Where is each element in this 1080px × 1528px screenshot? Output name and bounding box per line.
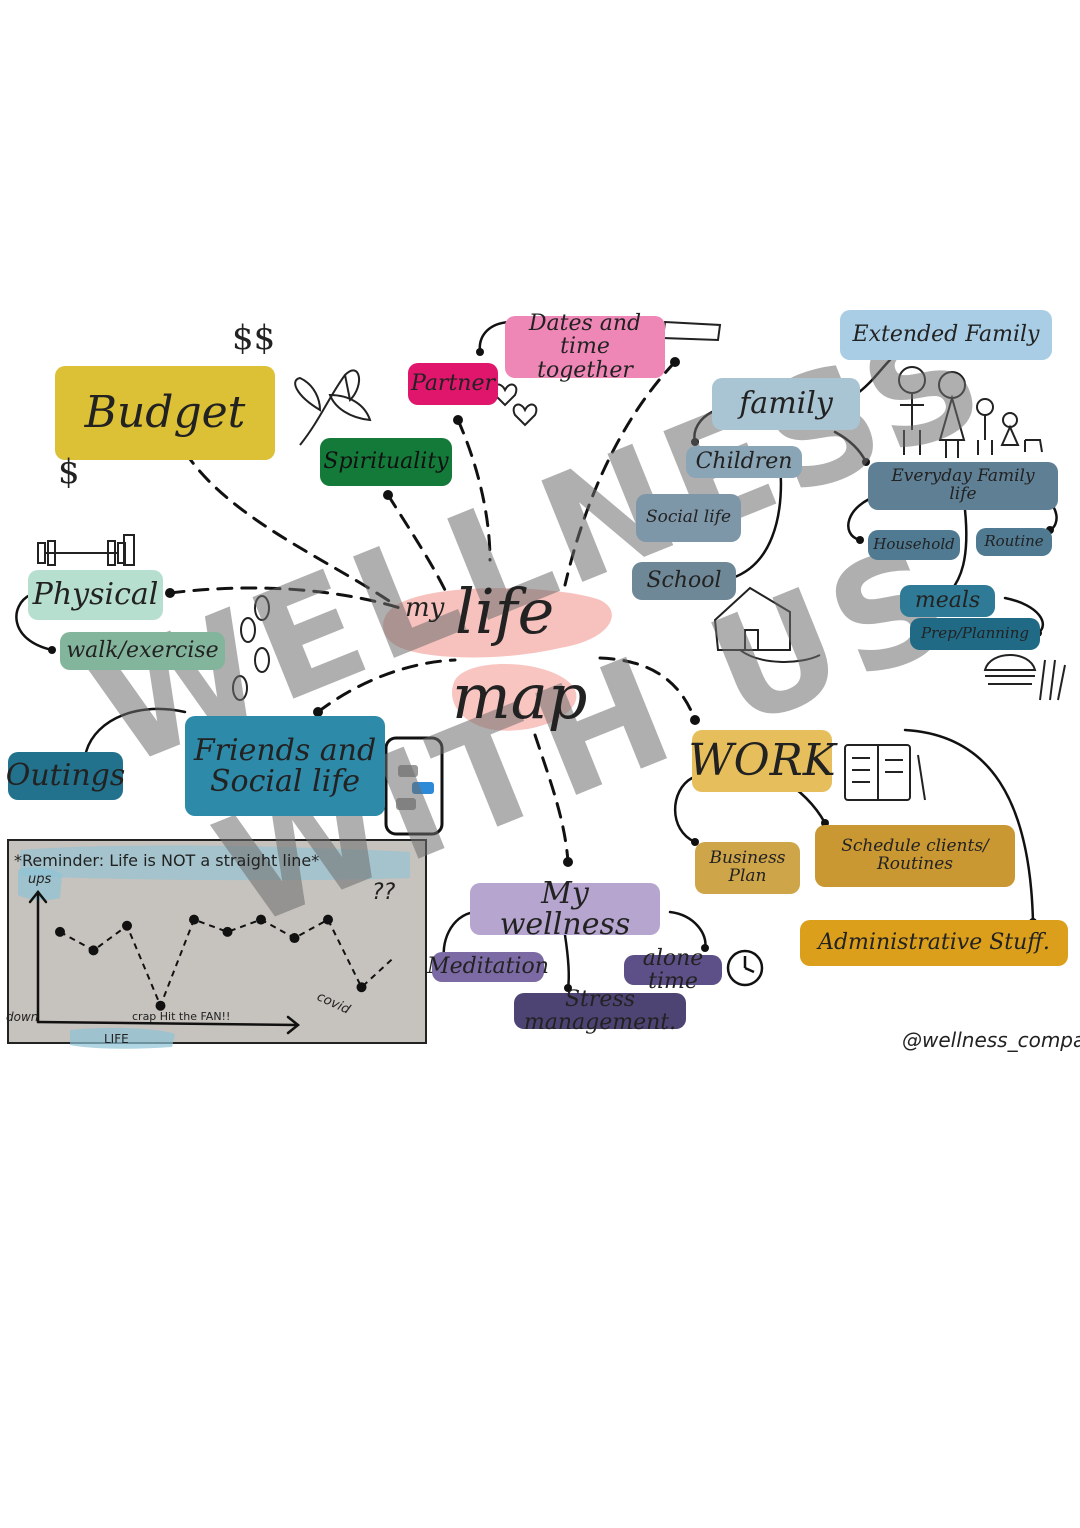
node-household: Household — [868, 530, 960, 560]
dollar-icon-small: $ — [58, 452, 80, 492]
connector-lines — [168, 360, 697, 864]
node-schedule-clients: Schedule clients/ Routines — [815, 825, 1015, 887]
chart-ups-highlight — [18, 867, 62, 901]
dumbbell-drawing — [37, 534, 135, 566]
dollar-icon: $$ — [232, 318, 276, 358]
node-dates: Dates and time together — [505, 312, 665, 382]
node-spirituality: Spirituality — [320, 438, 452, 486]
node-walk-exercise: walk/exercise — [60, 632, 225, 670]
footer-credit: @wellness_compass — [902, 1028, 1080, 1052]
chart-annotation-question: ?? — [372, 880, 396, 905]
node-work: WORK — [688, 730, 836, 792]
chart-point — [323, 914, 333, 925]
node-extended-family: Extended Family — [840, 310, 1052, 360]
chart-point — [55, 926, 65, 937]
clock-icon — [726, 949, 764, 987]
chart-axes — [28, 889, 301, 1035]
node-everyday-family-life: Everyday Family life — [868, 462, 1058, 510]
hearts-drawing — [492, 383, 538, 427]
phone-drawing — [384, 736, 444, 836]
node-outings: Outings — [6, 752, 125, 800]
node-physical: Physical — [28, 570, 163, 620]
node-administrative-stuff: Administrative Stuff. — [800, 920, 1068, 966]
center-title-my: my — [405, 593, 445, 623]
chart-point — [155, 1000, 166, 1011]
chart-plot — [55, 914, 396, 1011]
chart-point — [356, 982, 367, 993]
chart-point — [189, 914, 199, 925]
movie-ticket-drawing — [661, 320, 722, 342]
node-my-wellness: My wellness — [470, 877, 660, 940]
node-school: School — [632, 562, 736, 600]
solid-connectors — [15, 320, 1058, 990]
chart-series-line — [59, 918, 396, 1009]
node-stress-management: Stress management. — [514, 988, 686, 1034]
footprints-drawing — [232, 595, 270, 701]
node-budget: Budget — [55, 366, 275, 460]
node-routine: Routine — [976, 528, 1052, 556]
node-social-life: Social life — [636, 494, 741, 542]
node-prep-planning: Prep/Planning — [910, 618, 1040, 650]
chart-point — [122, 920, 132, 931]
node-children: Children — [686, 446, 802, 478]
house-drawing — [713, 586, 821, 663]
leaf-drawing — [294, 369, 372, 446]
chart-title-highlight — [20, 845, 410, 881]
center-blob — [383, 588, 612, 658]
chart-ylabel-bottom: down — [6, 1010, 39, 1024]
notebook-drawing — [844, 744, 926, 801]
node-family: family — [712, 378, 860, 430]
node-business-plan: Business Plan — [695, 842, 800, 894]
node-partner: Partner — [408, 363, 498, 405]
chart-point — [289, 933, 300, 944]
food-drawing — [983, 654, 1066, 701]
chart-ylabel-top: ups — [28, 872, 52, 887]
family-drawing — [898, 366, 1043, 458]
center-title-life: life — [455, 575, 555, 648]
node-meals: meals — [900, 585, 995, 617]
chart-annotation-crap: crap Hit the FAN!! — [132, 1010, 231, 1023]
center-title-map: map — [452, 660, 588, 733]
chart-point — [88, 945, 99, 956]
node-friends-social-life: Friends and Social life — [185, 716, 385, 816]
chart-point — [256, 914, 266, 925]
node-alone-time: alone time — [624, 947, 722, 993]
chart-point — [222, 926, 233, 937]
center-blob-secondary — [451, 663, 577, 731]
node-meditation: Meditation — [427, 952, 549, 982]
chart-title: *Reminder: Life is NOT a straight line* — [14, 851, 320, 870]
chart-xlabel: LIFE — [104, 1032, 129, 1046]
chart-life-highlight — [70, 1027, 175, 1049]
